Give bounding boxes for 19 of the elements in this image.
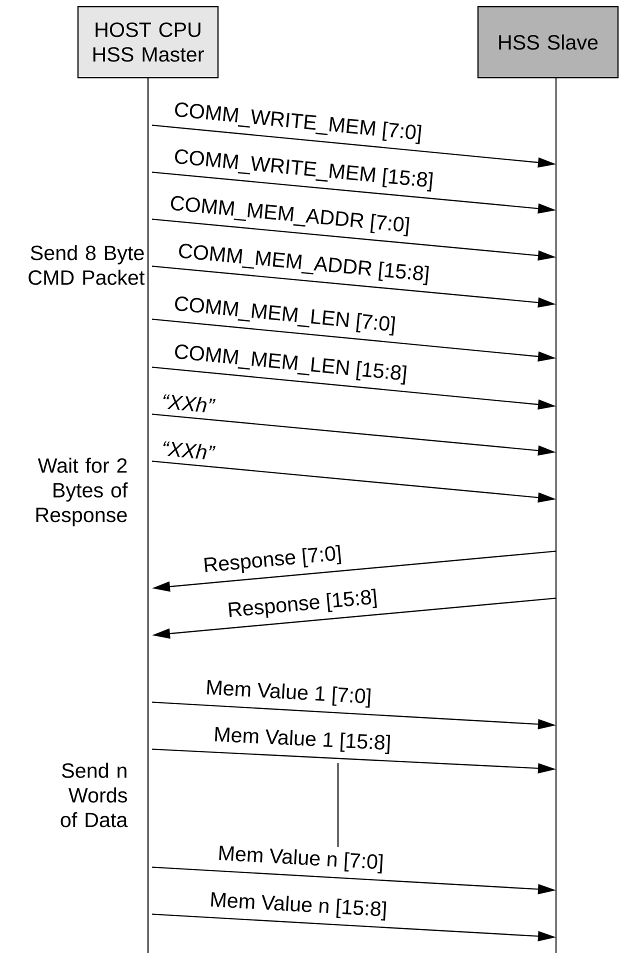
phase-note: Send n Words of Data — [60, 762, 128, 828]
edge-label: COMM_MEM_LEN [7:0] — [175, 296, 396, 336]
edge-label: COMM_MEM_ADDR [15:8] — [179, 244, 429, 286]
phase-note: Wait for 2 Bytes of Response — [36, 458, 128, 526]
edge-label: “XXh” — [163, 394, 216, 412]
edge-label: Response [7:0] — [204, 544, 342, 574]
participant-box: HSS Slave — [477, 6, 619, 78]
edge-label: Mem Value 1 [15:8] — [215, 727, 390, 754]
edge-label: Mem Value 1 [7:0] — [207, 680, 371, 708]
edge-label: COMM_MEM_ADDR [7:0] — [171, 196, 410, 236]
edge-label: Response [15:8] — [228, 588, 377, 618]
edge-label: Mem Value n [7:0] — [219, 846, 383, 874]
phase-note: Send 8 Byte CMD Packet — [28, 245, 145, 285]
edge-label: “XXh” — [163, 441, 216, 460]
participant-box: HOST CPU HSS Master — [77, 6, 219, 78]
edge-label: COMM_WRITE_MEM [7:0] — [175, 102, 422, 144]
edge-label: Mem Value n [15:8] — [211, 892, 386, 921]
edge-label: COMM_WRITE_MEM [15:8] — [175, 149, 433, 192]
edge-label: COMM_MEM_LEN [15:8] — [175, 344, 407, 385]
